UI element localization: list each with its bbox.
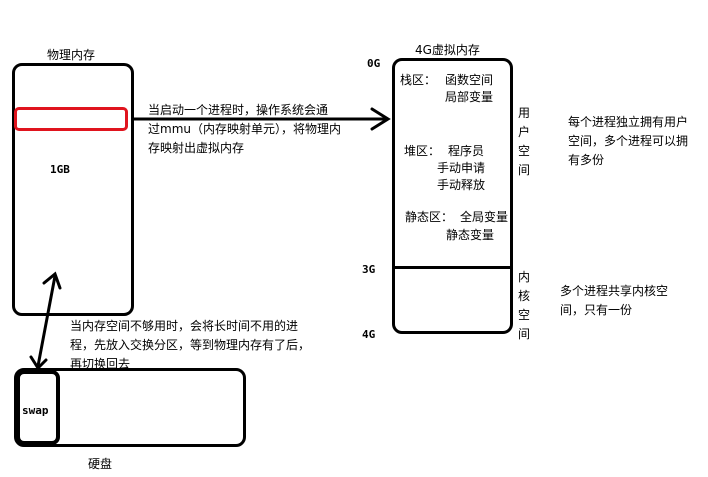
- stack-area-label: 栈区：: [400, 73, 437, 87]
- user-space-note-line2: 空间，多个进程可以拥: [568, 134, 689, 148]
- address-0g: 0G: [367, 57, 381, 70]
- stack-area-line1: 函数空间: [445, 73, 494, 87]
- static-area-line2: 静态变量: [446, 228, 495, 242]
- heap-area-label: 堆区：: [404, 144, 441, 158]
- swap-label: swap: [22, 404, 49, 417]
- user-kernel-divider: [392, 266, 513, 269]
- address-4g: 4G: [362, 328, 376, 341]
- virtual-memory-title: 4G虚拟内存: [415, 43, 480, 57]
- swap-partition-box: [16, 370, 60, 445]
- disk-box: [14, 368, 246, 447]
- kernel-space-note-line1: 多个进程共享内核空: [560, 284, 669, 298]
- physical-memory-title: 物理内存: [47, 48, 96, 62]
- address-3g: 3G: [362, 263, 376, 276]
- mapping-note-line3: 存映射出虚拟内存: [148, 141, 245, 155]
- user-space-note-line1: 每个进程独立拥有用户: [568, 115, 689, 129]
- swap-arrow: [29, 271, 62, 371]
- static-area-line1: 全局变量: [460, 210, 509, 224]
- physical-memory-size-label: 1GB: [50, 163, 70, 176]
- static-area-label: 静态区：: [405, 210, 454, 224]
- physical-memory-box: [12, 63, 134, 316]
- mapping-arrow: [132, 107, 391, 131]
- physical-memory-highlight: [14, 107, 128, 131]
- swap-note-line3: 再切换回去: [70, 357, 131, 371]
- heap-area-line1: 程序员: [448, 144, 485, 158]
- virtual-memory-box: [392, 58, 513, 334]
- user-space-label: 用户空间: [517, 106, 530, 177]
- stack-area-line2: 局部变量: [445, 90, 494, 104]
- user-space-note-line3: 有多份: [568, 153, 605, 167]
- swap-note-line2: 程，先放入交换分区，等到物理内存有了后，: [70, 338, 311, 352]
- mapping-note-line1: 当启动一个进程时，操作系统会通: [148, 103, 329, 117]
- mapping-note-line2: 过mmu（内存映射单元），将物理内: [148, 122, 341, 136]
- kernel-space-label: 内核空间: [517, 270, 530, 341]
- heap-area-line2: 手动申请: [437, 161, 486, 175]
- kernel-space-note-line2: 间，只有一份: [560, 303, 633, 317]
- heap-area-line3: 手动释放: [437, 178, 486, 192]
- disk-title: 硬盘: [88, 457, 113, 471]
- swap-note-line1: 当内存空间不够用时，会将长时间不用的进: [70, 319, 299, 333]
